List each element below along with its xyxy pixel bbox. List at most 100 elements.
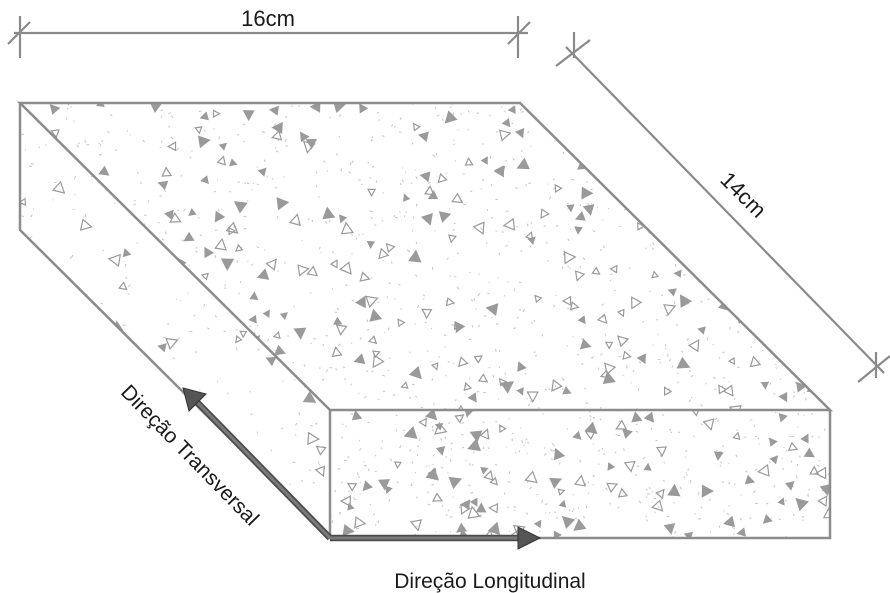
concrete-speckle (705, 172, 708, 175)
concrete-speckle (77, 380, 80, 384)
concrete-speckle (773, 393, 776, 395)
concrete-aggregate (235, 335, 243, 344)
concrete-aggregate (72, 299, 84, 311)
concrete-speckle (275, 150, 279, 153)
concrete-aggregate (631, 296, 643, 310)
concrete-speckle (792, 395, 796, 398)
concrete-speckle (223, 330, 226, 333)
concrete-speckle (477, 293, 481, 297)
concrete-speckle (154, 383, 157, 385)
concrete-speckle (324, 220, 328, 224)
concrete-speckle (790, 329, 794, 333)
concrete-speckle (624, 208, 626, 211)
concrete-aggregate (679, 294, 693, 308)
concrete-speckle (381, 220, 384, 222)
concrete-aggregate (351, 410, 363, 421)
concrete-speckle (795, 294, 798, 297)
concrete-speckle (382, 259, 384, 262)
concrete-aggregate (161, 166, 173, 177)
concrete-aggregate (789, 318, 800, 328)
concrete-speckle (422, 294, 426, 297)
concrete-aggregate (457, 356, 469, 368)
concrete-speckle (449, 275, 451, 277)
concrete-speckle (520, 150, 523, 152)
concrete-aggregate (784, 481, 795, 491)
concrete-aggregate (256, 268, 270, 280)
concrete-speckle (574, 517, 578, 520)
concrete-speckle (175, 298, 178, 301)
concrete-speckle (714, 206, 716, 209)
concrete-speckle (414, 471, 417, 474)
concrete-speckle (27, 295, 30, 298)
concrete-speckle (751, 418, 753, 420)
concrete-aggregate (802, 182, 814, 195)
concrete-speckle (106, 410, 109, 413)
concrete-aggregate (393, 461, 402, 470)
concrete-speckle (25, 327, 27, 329)
concrete-aggregate (371, 350, 381, 359)
concrete-aggregate (617, 487, 629, 498)
concrete-speckle (415, 176, 418, 180)
concrete-speckle (456, 286, 460, 290)
concrete-speckle (676, 381, 679, 384)
concrete-speckle (786, 363, 789, 366)
concrete-speckle (623, 448, 625, 451)
concrete-speckle (479, 227, 483, 231)
concrete-speckle (661, 229, 665, 231)
concrete-speckle (142, 537, 144, 538)
concrete-speckle (519, 309, 522, 311)
concrete-aggregate (524, 470, 538, 484)
concrete-speckle (808, 489, 811, 491)
concrete-speckle (743, 319, 747, 322)
concrete-speckle (147, 200, 150, 203)
concrete-aggregate (744, 474, 756, 485)
concrete-aggregate (288, 213, 301, 227)
concrete-aggregate (269, 105, 279, 116)
concrete-speckle (349, 162, 352, 166)
concrete-speckle (256, 431, 259, 434)
concrete-speckle (390, 261, 393, 264)
concrete-aggregate (121, 422, 132, 432)
concrete-aggregate (500, 381, 515, 394)
concrete-speckle (76, 144, 79, 148)
concrete-speckle (677, 372, 679, 375)
concrete-speckle (29, 165, 33, 168)
concrete-aggregate (494, 165, 506, 177)
concrete-aggregate (225, 221, 239, 234)
concrete-speckle (668, 358, 671, 362)
concrete-speckle (24, 273, 28, 276)
concrete-speckle (165, 495, 169, 498)
concrete-speckle (72, 208, 75, 211)
concrete-speckle (700, 404, 703, 407)
concrete-speckle (745, 470, 748, 473)
concrete-aggregate (574, 226, 583, 235)
concrete-aggregate (701, 484, 715, 498)
concrete-speckle (520, 111, 525, 113)
concrete-speckle (751, 258, 753, 261)
concrete-speckle (734, 483, 736, 486)
concrete-aggregate (464, 156, 474, 166)
concrete-aggregate (200, 272, 209, 281)
concrete-speckle (688, 369, 692, 372)
concrete-aggregate (161, 384, 174, 396)
concrete-speckle (353, 498, 357, 501)
concrete-speckle (467, 484, 471, 487)
concrete-speckle (399, 211, 401, 213)
concrete-aggregate (293, 327, 307, 340)
concrete-aggregate (108, 474, 122, 488)
concrete-speckle (360, 183, 363, 186)
concrete-aggregate (587, 119, 598, 130)
concrete-aggregate (157, 343, 167, 353)
concrete-speckle (775, 411, 777, 414)
concrete-aggregate (48, 317, 59, 330)
concrete-speckle (628, 349, 631, 352)
concrete-aggregate (329, 259, 338, 269)
longitudinal-direction-label: Direção Longitudinal (394, 570, 585, 593)
concrete-speckle (476, 112, 480, 115)
concrete-speckle (816, 217, 820, 221)
concrete-speckle (124, 537, 127, 538)
concrete-speckle (203, 303, 205, 307)
concrete-aggregate (265, 258, 277, 271)
concrete-aggregate (789, 355, 798, 365)
concrete-aggregate (339, 495, 351, 508)
